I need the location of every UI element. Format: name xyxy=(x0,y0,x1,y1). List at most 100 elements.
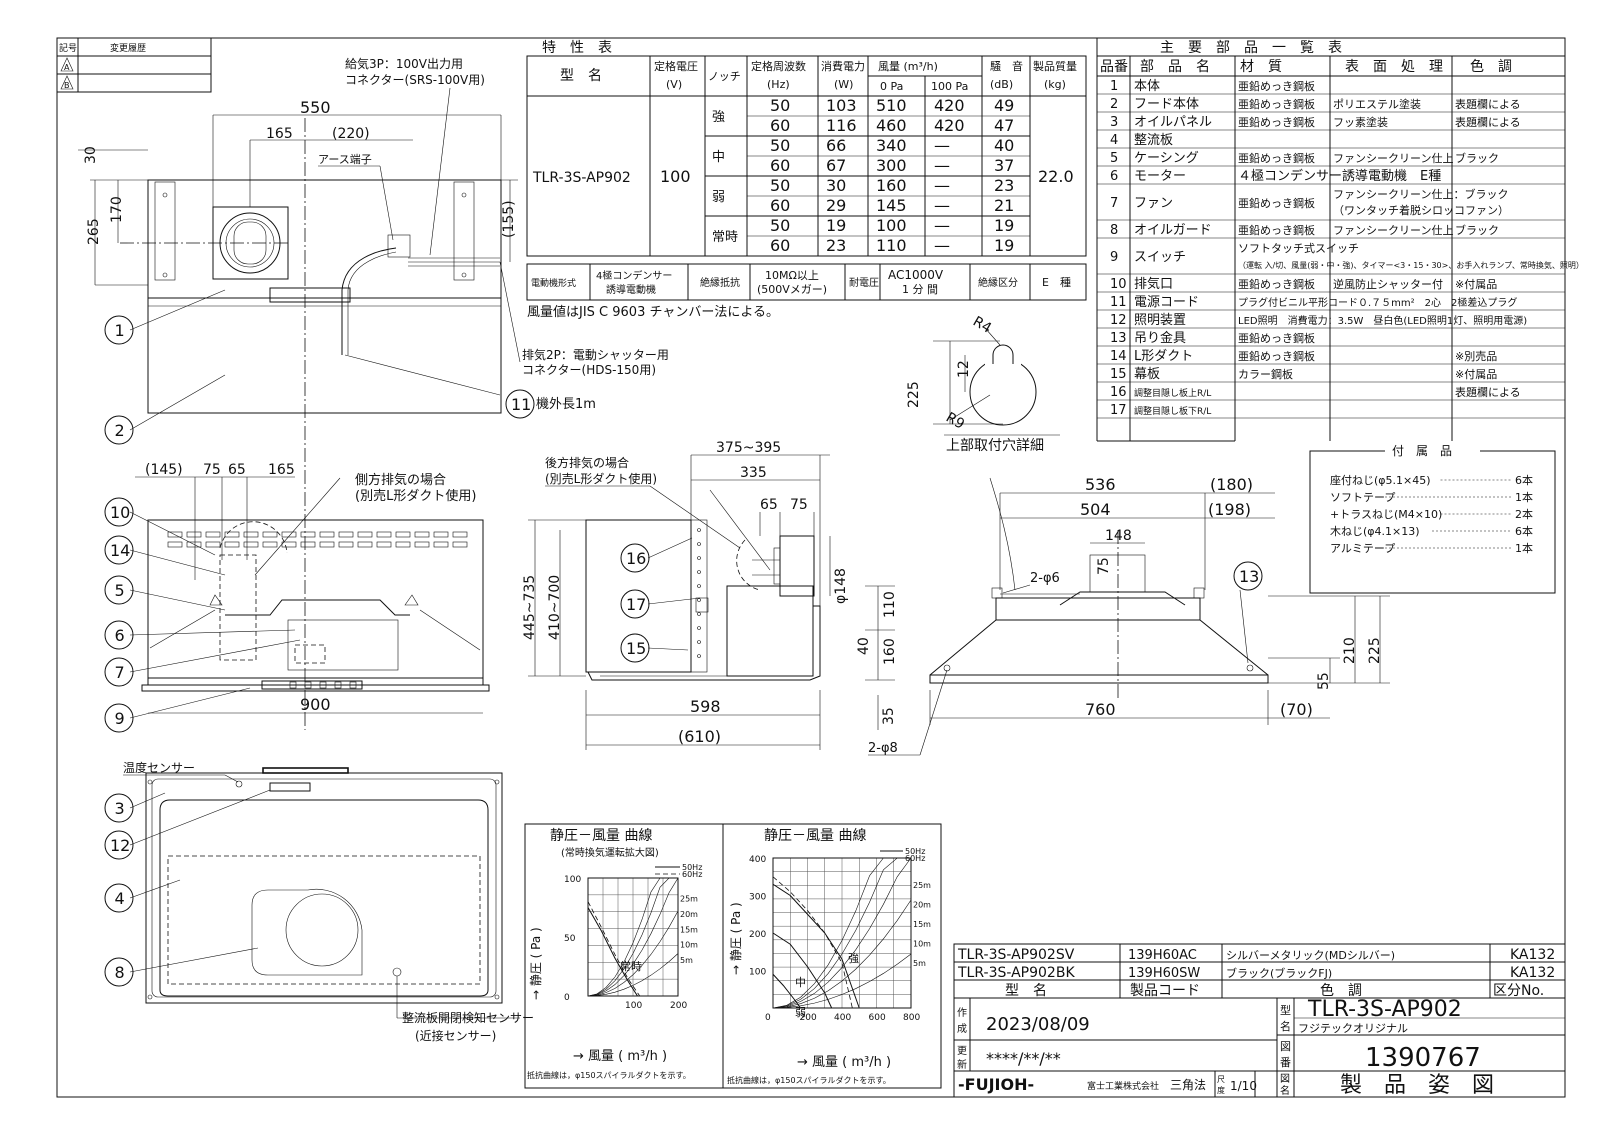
chart-ytick: 300 xyxy=(749,893,766,903)
spec-airflow-100: — xyxy=(934,156,950,175)
chart-ytick: 400 xyxy=(749,855,766,865)
tb-row1-model: TLR-3S-AP902SV xyxy=(957,947,1075,963)
hole-detail: R4 R9 12 225 上部取付穴詳細 xyxy=(906,314,1060,454)
spec-watt: 30 xyxy=(826,176,846,195)
spec-airflow-0: 160 xyxy=(876,176,907,195)
spec-airflow-100: — xyxy=(934,176,950,195)
resistance-curve xyxy=(587,910,679,997)
tb-row2-code: 139H60SW xyxy=(1128,966,1200,981)
svg-text:(V): (V) xyxy=(666,78,682,91)
chart-ytick: 100 xyxy=(564,875,581,885)
balloon xyxy=(505,389,535,419)
parts-header: 材 質 xyxy=(1240,59,1282,75)
callout-exhaust-2: コネクター(HDS-150用) xyxy=(522,363,656,377)
spec-airflow-0: 145 xyxy=(876,196,907,215)
tb-row2-no: KA132 xyxy=(1510,965,1555,981)
tb-row1-no: KA132 xyxy=(1510,947,1555,963)
right-dim-a: 536 xyxy=(1085,475,1116,494)
temp-sensor-label: 温度センサー xyxy=(123,760,195,775)
balloon xyxy=(104,575,134,605)
parts-name: 調整目隠し板下R/L xyxy=(1134,405,1211,417)
hole-d12: 12 xyxy=(956,360,972,378)
balloon xyxy=(104,315,134,345)
parts-material: LED照明 消費電力：3.5W 昼白色(LED照明1灯、照明用電源) xyxy=(1238,314,1527,327)
spec-watt: 116 xyxy=(826,116,857,135)
tb-h-code: 製品コード xyxy=(1130,983,1200,999)
spec-header-notch: ノッチ xyxy=(708,70,741,83)
right-dim-m: 2-φ8 xyxy=(868,741,898,756)
spec-watt: 103 xyxy=(826,96,857,115)
parts-name: 幕板 xyxy=(1134,367,1160,382)
rear-exhaust-label: 後方排気の場合 xyxy=(545,455,629,470)
parts-no: 6 xyxy=(1110,169,1118,184)
top-dim-d: 170 xyxy=(109,196,125,223)
tb-drawing-title: 製 品 姿 図 xyxy=(1340,1073,1494,1098)
balloon xyxy=(620,543,650,573)
accessory-name: 座付ねじ(φ5.1×45) xyxy=(1330,473,1431,487)
tb-row2-color: ブラック(ブラックFJ) xyxy=(1226,966,1332,980)
balloon xyxy=(104,620,134,650)
spec-header-voltage: 定格電圧 xyxy=(654,59,698,73)
tb-zu2: 図 xyxy=(1280,1073,1290,1085)
top-dim-e: 265 xyxy=(86,218,102,245)
spec-watt: 19 xyxy=(826,216,846,235)
parts-surface: ファンシークリーン仕上 xyxy=(1333,224,1453,237)
tb-made-label-2: 成 xyxy=(957,1023,967,1035)
parts-material: 亜鉛めっき鋼板 xyxy=(1238,151,1315,165)
parts-color: 表題欄による xyxy=(1455,97,1521,111)
side-dim-h: 160 xyxy=(882,638,898,665)
spec-noise: 47 xyxy=(994,116,1014,135)
parts-surface: フッ素塗装 xyxy=(1333,115,1388,129)
right-dim-i: 225 xyxy=(1367,637,1383,664)
callout-exhaust: 排気2P：電動シャッター用 xyxy=(522,347,669,362)
parts-name: 照明装置 xyxy=(1134,313,1186,328)
side-dim-l: (610) xyxy=(678,727,721,746)
sheet-border xyxy=(56,37,1566,1098)
balloon-number: 17 xyxy=(626,595,646,614)
revision-mark-a: A xyxy=(64,63,70,72)
balloon-number: 10 xyxy=(110,503,130,522)
parts-material: 亜鉛めっき鋼板 xyxy=(1238,79,1315,93)
chart2-note: 抵抗曲線は，φ150スパイラルダクトを示す。 xyxy=(727,1075,891,1085)
parts-material: カラー鋼板 xyxy=(1238,367,1293,381)
tb-upd-label-1: 更 xyxy=(957,1045,967,1057)
parts-color: ブラック xyxy=(1455,151,1499,165)
side-dots xyxy=(697,528,701,658)
spec-airflow-0: 510 xyxy=(876,96,907,115)
balloon-number: 12 xyxy=(110,836,130,855)
front-louvers xyxy=(167,531,468,548)
parts-no: 7 xyxy=(1110,196,1118,211)
chart-xtick: 800 xyxy=(903,1013,920,1023)
side-dim-d: 75 xyxy=(790,497,808,513)
front-dim-d: 165 xyxy=(268,462,295,478)
parts-no: 8 xyxy=(1110,223,1118,238)
spec-airflow-0: 300 xyxy=(876,156,907,175)
accessory-name: ソフトテープ xyxy=(1330,491,1395,504)
spec-watt: 23 xyxy=(826,236,846,255)
balloon-number: 5 xyxy=(115,581,125,600)
right-dim-c: 504 xyxy=(1080,500,1111,519)
spec-header-airflow-100: 100 Pa xyxy=(931,80,968,93)
chart-series-line xyxy=(772,932,833,1009)
parts-no: 3 xyxy=(1110,115,1118,130)
tb-h-model: 型 名 xyxy=(1005,983,1047,999)
resistance-label: 5m xyxy=(913,959,926,968)
parts-name: 排気口 xyxy=(1134,276,1173,292)
parts-color: ブラック xyxy=(1455,223,1499,237)
balloon-number: 13 xyxy=(1239,567,1259,586)
tb-row1-color: シルバーメタリック(MDシルバー) xyxy=(1226,949,1395,962)
insulation-class-label: 絶縁区分 xyxy=(978,276,1018,289)
balloon xyxy=(1233,561,1263,591)
chart-xtick: 200 xyxy=(800,1013,817,1023)
balloon xyxy=(620,589,650,619)
balloon-number: 6 xyxy=(115,626,125,645)
withstand-value-2: 1 分 間 xyxy=(902,283,938,296)
parts-name: スイッチ xyxy=(1134,250,1186,265)
spec-hz: 50 xyxy=(770,136,790,155)
resistance-curve xyxy=(772,953,912,1009)
resistance-curve xyxy=(587,877,678,997)
chart2-xlabel: → 風量 ( m³/h ) xyxy=(797,1055,891,1070)
parts-no: 12 xyxy=(1110,313,1127,328)
